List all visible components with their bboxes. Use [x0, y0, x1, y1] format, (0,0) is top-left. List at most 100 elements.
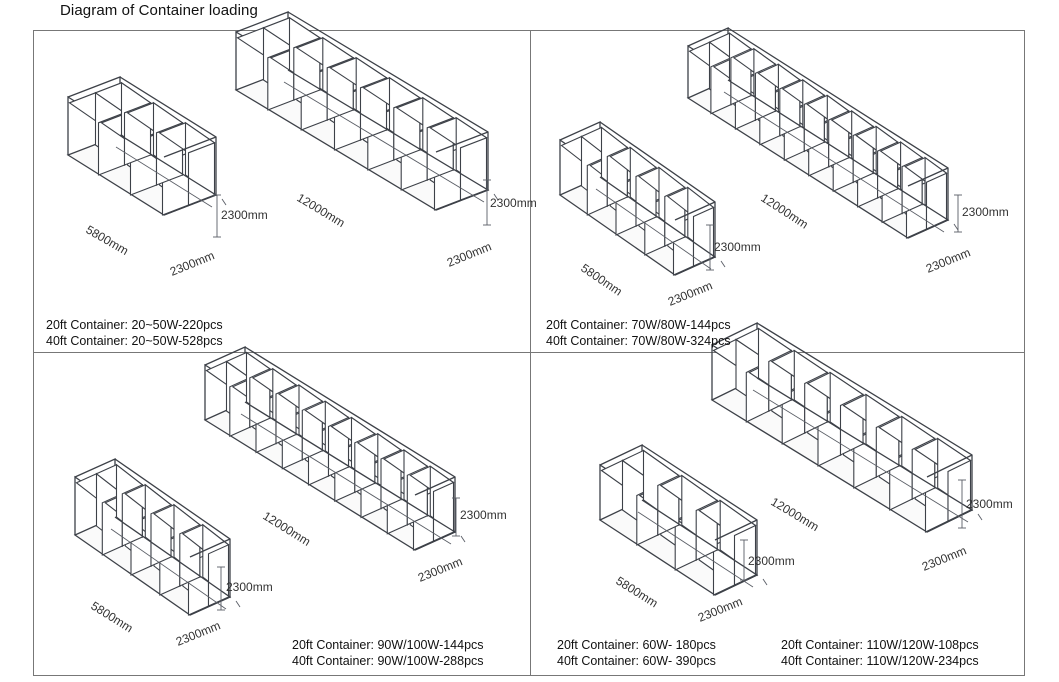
container-front-frame	[287, 11, 489, 192]
caption-20ft: 20ft Container: 70W/80W-144pcs	[546, 318, 731, 332]
width-label: 2300mm	[920, 543, 969, 573]
length-dimension-line	[752, 389, 969, 523]
p1-40ft-container: 12000mm 2300mm 2300mm	[234, 11, 537, 270]
product-box	[637, 166, 686, 247]
product-box	[879, 141, 924, 215]
width-dimension-line	[953, 223, 959, 231]
caption-block-p2: 20ft Container: 70W/80W-144pcs 40ft Cont…	[546, 317, 731, 349]
width-dimension-line	[460, 535, 466, 543]
box-side	[692, 206, 715, 267]
height-label: 2300mm	[226, 580, 273, 594]
container-right-top	[189, 538, 231, 558]
p4-40ft-container: 12000mm 2300mm 2300mm	[710, 321, 1013, 574]
product-box	[781, 78, 826, 153]
product-box	[904, 156, 948, 230]
container-right-base	[414, 531, 456, 551]
width-dimension-line	[235, 600, 241, 608]
container-right-top	[163, 136, 217, 158]
container-right-base	[163, 194, 217, 216]
container-right-top	[714, 519, 758, 541]
product-box	[688, 41, 732, 115]
caption-40ft: 40ft Container: 90W/100W-288pcs	[292, 654, 484, 668]
product-box	[124, 483, 173, 567]
diagram-title: Diagram of Container loading	[60, 2, 258, 19]
container-right-base	[926, 509, 973, 533]
caption-20ft: 20ft Container: 90W/100W-144pcs	[292, 638, 484, 652]
container-right-top	[414, 476, 456, 496]
container-front-frame	[114, 458, 231, 599]
caption-20ft: 20ft Container: 60W- 180pcs	[557, 638, 716, 652]
caption-block-p4-left: 20ft Container: 60W- 180pcs 40ft Contain…	[557, 637, 716, 669]
panel-grid	[33, 30, 1025, 676]
height-label: 2300mm	[460, 508, 507, 522]
product-box	[609, 146, 658, 227]
product-box	[75, 472, 124, 556]
dimension-lines	[110, 528, 241, 611]
caption-20ft: 20ft Container: 20~50W-220pcs	[46, 318, 223, 332]
container-right-top	[926, 454, 973, 478]
width-label: 2300mm	[174, 618, 223, 648]
length-label: 12000mm	[758, 191, 810, 232]
dimension-lines	[637, 511, 768, 588]
container-right-base	[189, 596, 231, 616]
container-right-base	[714, 574, 758, 596]
length-dimension-line	[110, 528, 227, 610]
length-label: 5800mm	[88, 599, 135, 636]
height-label: 2300mm	[221, 208, 268, 222]
length-label: 12000mm	[294, 191, 347, 230]
length-label: 12000mm	[768, 495, 821, 534]
width-dimension-line	[762, 578, 768, 586]
container-front-frame	[756, 322, 973, 512]
container-front-frame	[244, 346, 456, 534]
container-right-base	[907, 219, 949, 239]
caption-40ft: 40ft Container: 110W/120W-234pcs	[781, 654, 979, 668]
height-label: 2300mm	[748, 554, 795, 568]
dimension-lines	[752, 389, 983, 529]
container-right-top	[674, 201, 716, 221]
dimension-lines	[283, 81, 499, 226]
container-front-frame	[641, 444, 758, 577]
caption-20ft: 20ft Container: 110W/120W-108pcs	[781, 638, 979, 652]
box-side	[925, 172, 948, 230]
product-box	[262, 16, 321, 101]
product-box	[95, 463, 144, 547]
container-right-base	[674, 256, 716, 276]
dimension-lines	[595, 188, 726, 271]
box-side	[187, 141, 216, 206]
product-box	[806, 94, 850, 168]
length-dimension-line	[723, 91, 945, 233]
box-side	[207, 543, 230, 607]
length-label: 5800mm	[84, 222, 131, 257]
width-label: 2300mm	[416, 554, 465, 584]
length-dimension-line	[240, 413, 452, 545]
container-front-frame	[119, 76, 217, 197]
caption-block-p1: 20ft Container: 20~50W-220pcs 40ft Conta…	[46, 317, 223, 349]
width-dimension-line	[493, 193, 499, 201]
caption-block-p4-right: 20ft Container: 110W/120W-108pcs 40ft Co…	[781, 637, 979, 669]
p3-20ft-container: 5800mm 2300mm 2300mm	[73, 457, 273, 649]
length-label: 5800mm	[578, 261, 625, 299]
height-label: 2300mm	[966, 497, 1013, 511]
p1-20ft-container: 5800mm 2300mm 2300mm	[66, 76, 268, 279]
caption-40ft: 40ft Container: 60W- 390pcs	[557, 654, 716, 668]
width-label: 2300mm	[445, 239, 494, 269]
height-label: 2300mm	[962, 205, 1009, 219]
height-label: 2300mm	[490, 196, 537, 210]
dimension-lines	[115, 146, 227, 238]
width-dimension-line	[221, 198, 227, 206]
length-dimension-line	[637, 511, 754, 588]
caption-40ft: 40ft Container: 70W/80W-324pcs	[546, 334, 731, 348]
length-label: 12000mm	[260, 509, 313, 549]
container-front-frame	[599, 121, 716, 259]
container-right-top	[907, 167, 949, 187]
width-label: 2300mm	[168, 248, 217, 278]
length-dimension-line	[115, 146, 213, 208]
container-right-top	[435, 131, 489, 153]
width-label: 2300mm	[696, 594, 745, 624]
length-dimension-line	[595, 188, 712, 270]
box-side	[432, 481, 455, 542]
dimension-lines	[240, 413, 466, 545]
